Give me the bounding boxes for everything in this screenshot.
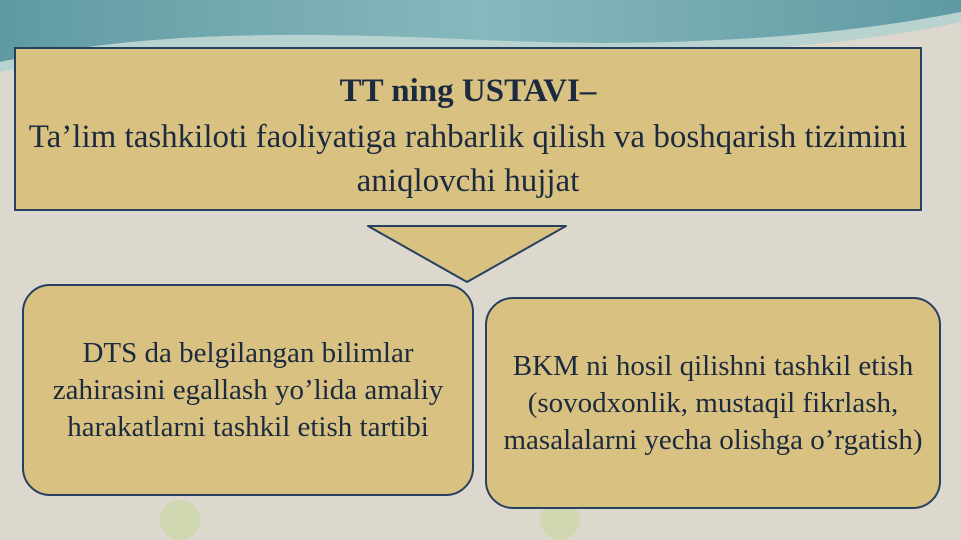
right-card-text: BKM ni hosil qilishni tashkil etish (sov…	[503, 349, 923, 456]
left-card: DTS da belgilangan bilimlar zahirasini e…	[22, 284, 474, 496]
ustav-description: Ta’lim tashkiloti faoliyatiga rahbarlik …	[28, 119, 908, 199]
down-arrow	[367, 225, 567, 283]
ustav-definition-box: TT ning USTAVI– Ta’lim tashkiloti faoliy…	[14, 47, 922, 211]
right-card: BKM ni hosil qilishni tashkil etish (sov…	[485, 297, 941, 509]
left-card-text: DTS da belgilangan bilimlar zahirasini e…	[52, 336, 444, 443]
ustav-title: TT ning USTAVI–	[339, 73, 597, 109]
